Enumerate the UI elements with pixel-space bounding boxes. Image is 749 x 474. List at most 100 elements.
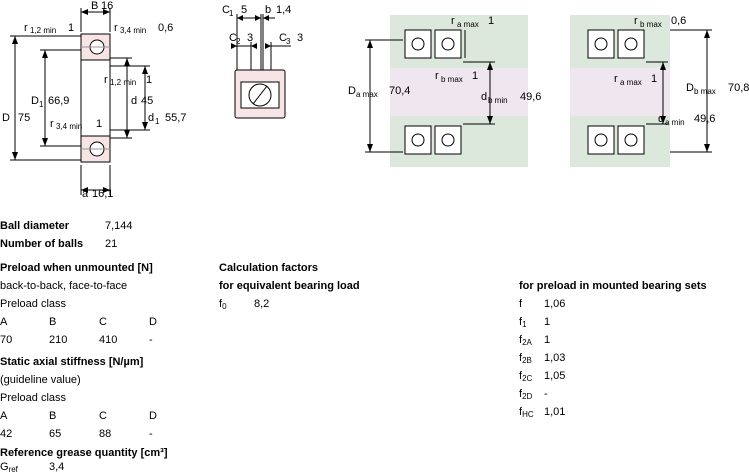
mounted-factor-label: f2B xyxy=(519,352,532,365)
m1-label-Da-sub: a max xyxy=(356,90,378,99)
mounted-factor-label: f2C xyxy=(519,370,533,383)
calc-f0-label: f0 xyxy=(219,298,227,311)
label-b: b xyxy=(265,4,271,16)
mounted-factor-label: f xyxy=(519,298,523,310)
preload-arrangement: back-to-back, face-to-face xyxy=(0,280,128,292)
mounting-drawing-1: r a max 1 r b max 1 D a max 70,4 d b min… xyxy=(348,15,541,167)
mounted-factor-value: 1,06 xyxy=(544,298,566,310)
label-d1-sub: 1 xyxy=(155,117,160,126)
m2-value-Db: 70,8 xyxy=(728,82,749,94)
m2-label-ra-sub: a max xyxy=(620,78,642,87)
value-r34: 0,6 xyxy=(158,22,173,34)
preload-value-a: 70 xyxy=(0,334,13,346)
mounted-factor-label: f2A xyxy=(519,334,532,347)
m1-label-Da: D xyxy=(348,85,356,97)
label-D1-sub: 1 xyxy=(39,100,44,109)
m2-label-Db: D xyxy=(686,82,694,94)
mounted-factor-label: f2D xyxy=(519,388,533,401)
m1-label-ra-sub: a max xyxy=(457,20,479,29)
value-r12b: 1 xyxy=(146,74,152,86)
m1-value-rb: 1 xyxy=(472,70,478,82)
label-D: D xyxy=(2,112,10,124)
m1-value-db: 49,6 xyxy=(520,91,541,103)
ball-count-label: Number of balls xyxy=(0,238,84,250)
preload-class-a: A xyxy=(0,316,8,328)
mounting-drawing-2: r b max 0,6 r a max 1 D b max 70,8 d a m… xyxy=(570,15,749,167)
value-b: 1,4 xyxy=(276,4,291,16)
m1-value-Da: 70,4 xyxy=(389,85,410,97)
label-r12-sub: 1,2 min xyxy=(30,26,56,35)
value-D1: 66,9 xyxy=(48,95,69,107)
mounted-factor-value: - xyxy=(544,388,548,400)
label-a: a xyxy=(82,188,89,200)
mounted-factor-value: 1,05 xyxy=(544,370,566,382)
label-C1-sub: 1 xyxy=(229,9,234,18)
value-B: 16 xyxy=(101,0,113,12)
m1-label-rb: r xyxy=(435,70,439,82)
m1-label-ra: r xyxy=(451,15,455,27)
grease-title: Reference grease quantity [cm³] xyxy=(0,447,168,459)
mounted-title: for preload in mounted bearing sets xyxy=(519,280,707,292)
value-d: 45 xyxy=(141,95,153,107)
m1-value-ra: 1 xyxy=(488,15,494,27)
stiffness-class-a: A xyxy=(0,410,8,422)
value-C2: 3 xyxy=(247,32,253,44)
stiffness-title: Static axial stiffness [N/µm] xyxy=(0,356,144,368)
label-C3-sub: 3 xyxy=(286,37,291,46)
stiffness-value-d: - xyxy=(149,428,153,440)
calc-title: Calculation factors xyxy=(219,262,319,274)
grease-label: Gref xyxy=(0,461,18,474)
label-C3: C xyxy=(279,32,287,44)
label-r34-sub: 3,4 min xyxy=(120,26,146,35)
stiffness-value-c: 88 xyxy=(99,428,112,440)
preload-value-d: - xyxy=(149,334,153,346)
value-D: 75 xyxy=(18,112,30,124)
mounted-factor-value: 1 xyxy=(544,334,551,346)
m1-label-rb-sub: b max xyxy=(441,75,463,84)
label-d1: d xyxy=(148,112,154,124)
bearing-detail-drawing: C 1 5 b 1,4 C 2 3 C 3 3 xyxy=(222,4,303,119)
value-C3: 3 xyxy=(297,32,303,44)
m2-label-Db-sub: b max xyxy=(694,87,716,96)
preload-value-c: 410 xyxy=(99,334,118,346)
m2-label-rb: r xyxy=(634,15,638,27)
label-d: d xyxy=(131,95,137,107)
stiffness-class-c: C xyxy=(99,410,107,422)
value-d1: 55,7 xyxy=(165,112,186,124)
m2-value-da: 49,6 xyxy=(694,113,715,125)
m1-label-db: d xyxy=(481,91,487,103)
bearing-section-drawing: B 16 r 1,2 min 1 r 3,4 min 0,6 D 75 D 1 … xyxy=(2,0,186,200)
m2-label-ra: r xyxy=(614,73,618,85)
value-a: 16,1 xyxy=(92,188,113,200)
m2-label-da: d xyxy=(658,113,664,125)
preload-class-d: D xyxy=(149,316,157,328)
m2-value-rb: 0,6 xyxy=(671,15,686,27)
label-B: B xyxy=(91,0,98,12)
label-r34: r xyxy=(114,22,118,34)
calc-subtitle: for equivalent bearing load xyxy=(219,280,360,292)
stiffness-class-d: D xyxy=(149,410,157,422)
mounted-factor-label: f1 xyxy=(519,316,527,329)
value-C1: 5 xyxy=(241,4,247,16)
m2-label-rb-sub: b max xyxy=(640,20,662,29)
stiffness-note: (guideline value) xyxy=(0,374,81,386)
m1-label-db-sub: b min xyxy=(488,96,508,105)
value-r12: 1 xyxy=(68,22,74,34)
label-r12: r xyxy=(24,22,28,34)
label-D1: D xyxy=(31,95,39,107)
mounted-factor-label: fHC xyxy=(519,406,534,419)
m2-label-da-sub: a min xyxy=(665,118,685,127)
label-r12b: r xyxy=(104,74,108,86)
preload-class-b: B xyxy=(49,316,57,328)
ball-diameter-value: 7,144 xyxy=(105,220,133,232)
calc-f0-value: 8,2 xyxy=(254,298,270,310)
grease-value: 3,4 xyxy=(49,461,65,473)
label-C2: C xyxy=(229,32,237,44)
label-C1: C xyxy=(222,4,230,16)
m2-value-ra: 1 xyxy=(651,73,657,85)
mounted-factor-value: 1 xyxy=(544,316,551,328)
stiffness-class-b: B xyxy=(49,410,57,422)
mounted-factor-value: 1,03 xyxy=(544,352,566,364)
stiffness-value-b: 65 xyxy=(49,428,62,440)
label-r34b-sub: 3,4 min xyxy=(56,122,82,131)
